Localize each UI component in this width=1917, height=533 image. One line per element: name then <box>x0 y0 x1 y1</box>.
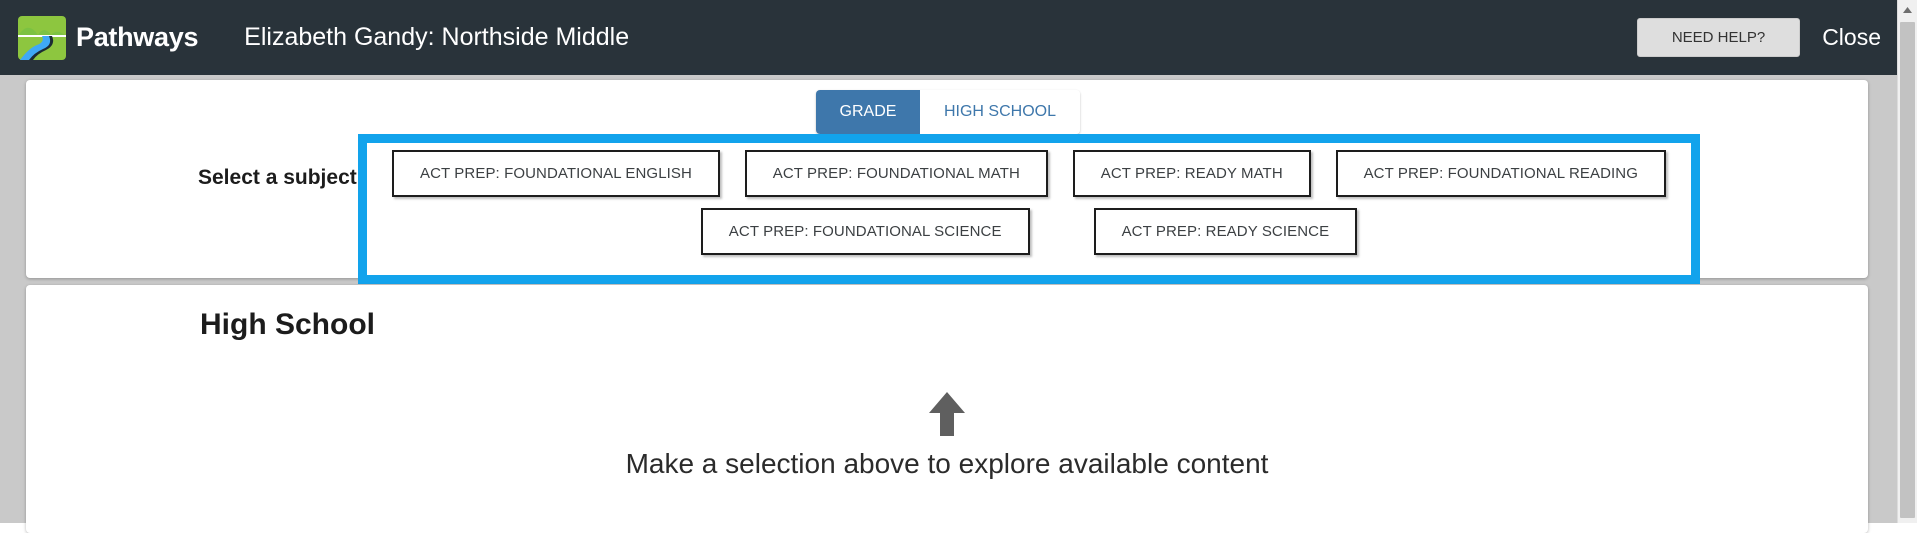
subject-button-foundational-english[interactable]: ACT PREP: FOUNDATIONAL ENGLISH <box>392 150 720 197</box>
header-actions: NEED HELP? Close <box>1636 18 1917 57</box>
scroll-up-arrow-icon[interactable] <box>1898 0 1917 19</box>
toggle-grade[interactable]: GRADE <box>816 90 920 134</box>
subject-button-row-2: ACT PREP: FOUNDATIONAL SCIENCE ACT PREP:… <box>372 208 1686 255</box>
section-title-high-school: High School <box>200 308 375 341</box>
close-link[interactable]: Close <box>1822 24 1881 50</box>
empty-state-message: Make a selection above to explore availa… <box>625 448 1269 479</box>
subject-button-row-1: ACT PREP: FOUNDATIONAL ENGLISH ACT PREP:… <box>372 150 1686 197</box>
page-context-title: Elizabeth Gandy: Northside Middle <box>244 23 630 51</box>
pathways-river-hills-logo-icon <box>18 15 66 60</box>
brand-name: Pathways <box>76 22 199 52</box>
need-help-button[interactable]: NEED HELP? <box>1636 18 1801 57</box>
vertical-scrollbar[interactable] <box>1897 0 1917 523</box>
subject-button-foundational-reading[interactable]: ACT PREP: FOUNDATIONAL READING <box>1335 150 1666 197</box>
app-header: Pathways Elizabeth Gandy: Northside Midd… <box>0 0 1917 75</box>
subject-button-foundational-math[interactable]: ACT PREP: FOUNDATIONAL MATH <box>744 150 1048 197</box>
grade-highschool-toggle[interactable]: GRADE HIGH SCHOOL <box>816 90 1080 134</box>
brand-logo-group[interactable]: Pathways <box>18 15 199 60</box>
subject-button-ready-science[interactable]: ACT PREP: READY SCIENCE <box>1093 208 1358 255</box>
select-subject-label: Select a subject <box>198 166 357 189</box>
empty-state: Make a selection above to explore availa… <box>26 390 1868 480</box>
toggle-high-school[interactable]: HIGH SCHOOL <box>920 90 1080 134</box>
up-arrow-icon <box>925 390 969 438</box>
subject-button-foundational-science[interactable]: ACT PREP: FOUNDATIONAL SCIENCE <box>700 208 1030 255</box>
subject-button-ready-math[interactable]: ACT PREP: READY MATH <box>1072 150 1311 197</box>
scrollbar-thumb[interactable] <box>1900 22 1915 518</box>
subject-buttons-container: ACT PREP: FOUNDATIONAL ENGLISH ACT PREP:… <box>372 150 1686 266</box>
